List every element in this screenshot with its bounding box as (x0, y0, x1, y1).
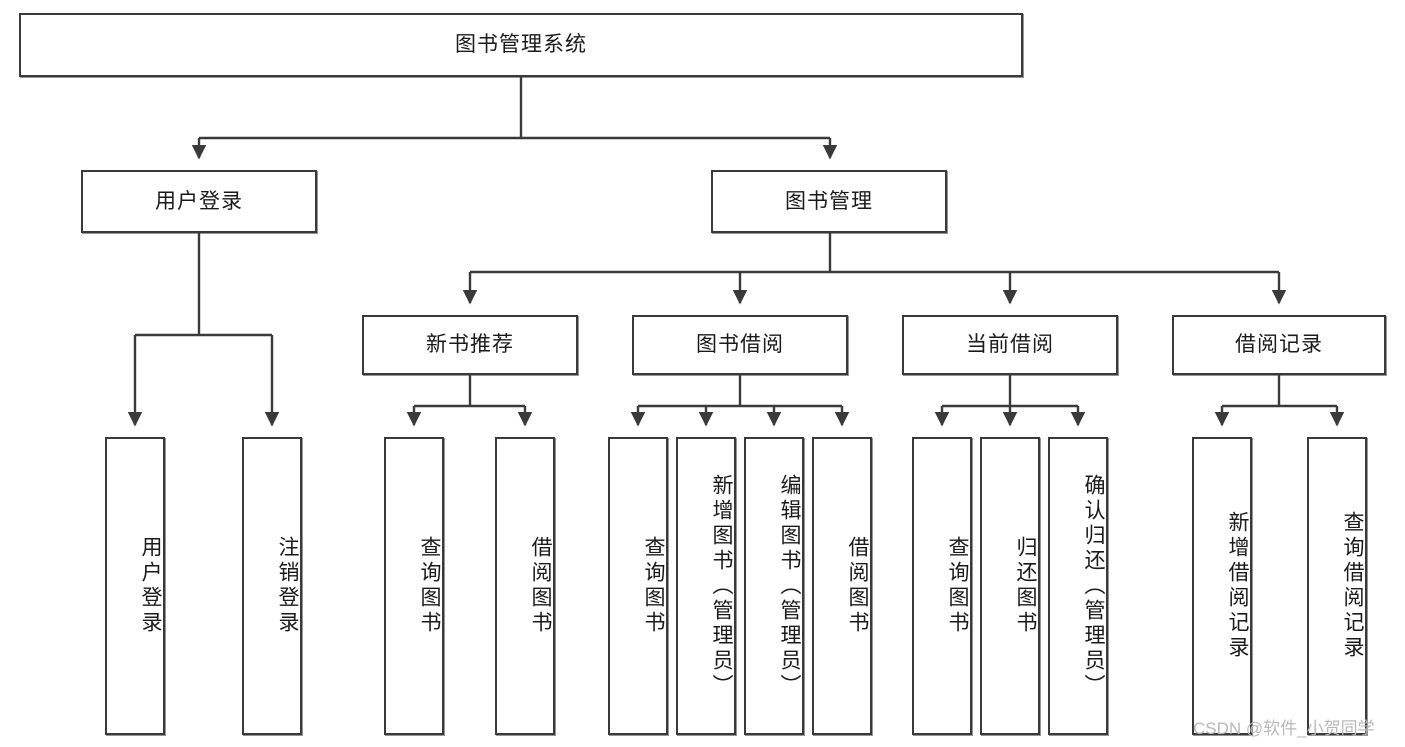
node-root-label: 图书管理系统 (455, 33, 587, 57)
leaf-new-book-query[interactable]: 查询图书 (384, 437, 444, 735)
leaf-label: 查询借阅记录 (1341, 511, 1364, 661)
node-book-management-label: 图书管理 (785, 189, 873, 213)
node-current-borrow-label: 当前借阅 (966, 333, 1054, 357)
leaf-current-borrow-confirm-return[interactable]: 确认归还（管理员） (1048, 437, 1108, 735)
leaf-book-borrow-add[interactable]: 新增图书（管理员） (676, 437, 736, 735)
watermark: CSDN @软件_小贺同学 (1193, 714, 1375, 739)
leaf-user-login-logout[interactable]: 注销登录 (242, 437, 302, 735)
node-new-book-recommend[interactable]: 新书推荐 (362, 315, 578, 375)
leaf-label: 新增借阅记录 (1226, 511, 1249, 661)
leaf-borrow-record-query[interactable]: 查询借阅记录 (1307, 437, 1367, 735)
leaf-label: 借阅图书 (529, 536, 552, 636)
leaf-book-borrow-borrow[interactable]: 借阅图书 (812, 437, 872, 735)
leaf-current-borrow-return[interactable]: 归还图书 (980, 437, 1040, 735)
node-book-borrow[interactable]: 图书借阅 (632, 315, 848, 375)
leaf-label: 查询图书 (946, 536, 969, 636)
leaf-new-book-borrow[interactable]: 借阅图书 (495, 437, 555, 735)
leaf-label: 新增图书（管理员） (710, 473, 733, 699)
leaf-book-borrow-edit[interactable]: 编辑图书（管理员） (744, 437, 804, 735)
node-borrow-record[interactable]: 借阅记录 (1172, 315, 1386, 375)
leaf-label: 归还图书 (1014, 536, 1037, 636)
node-book-borrow-label: 图书借阅 (696, 333, 784, 357)
node-book-management[interactable]: 图书管理 (711, 170, 947, 233)
leaf-label: 查询图书 (418, 536, 441, 636)
leaf-user-login-login[interactable]: 用户登录 (105, 437, 165, 735)
leaf-current-borrow-query[interactable]: 查询图书 (912, 437, 972, 735)
leaf-label: 借阅图书 (846, 536, 869, 636)
node-user-login[interactable]: 用户登录 (81, 170, 317, 233)
leaf-label: 用户登录 (139, 536, 162, 636)
leaf-label: 编辑图书（管理员） (778, 473, 801, 699)
node-root[interactable]: 图书管理系统 (19, 13, 1023, 77)
leaf-label: 查询图书 (642, 536, 665, 636)
node-borrow-record-label: 借阅记录 (1235, 333, 1323, 357)
watermark-text: CSDN @软件_小贺同学 (1193, 719, 1375, 738)
node-current-borrow[interactable]: 当前借阅 (902, 315, 1118, 375)
leaf-label: 注销登录 (276, 536, 299, 636)
leaf-label: 确认归还（管理员） (1082, 473, 1105, 699)
leaf-borrow-record-add[interactable]: 新增借阅记录 (1192, 437, 1252, 735)
leaf-book-borrow-query[interactable]: 查询图书 (608, 437, 668, 735)
node-user-login-label: 用户登录 (155, 189, 243, 213)
node-new-book-recommend-label: 新书推荐 (426, 333, 514, 357)
